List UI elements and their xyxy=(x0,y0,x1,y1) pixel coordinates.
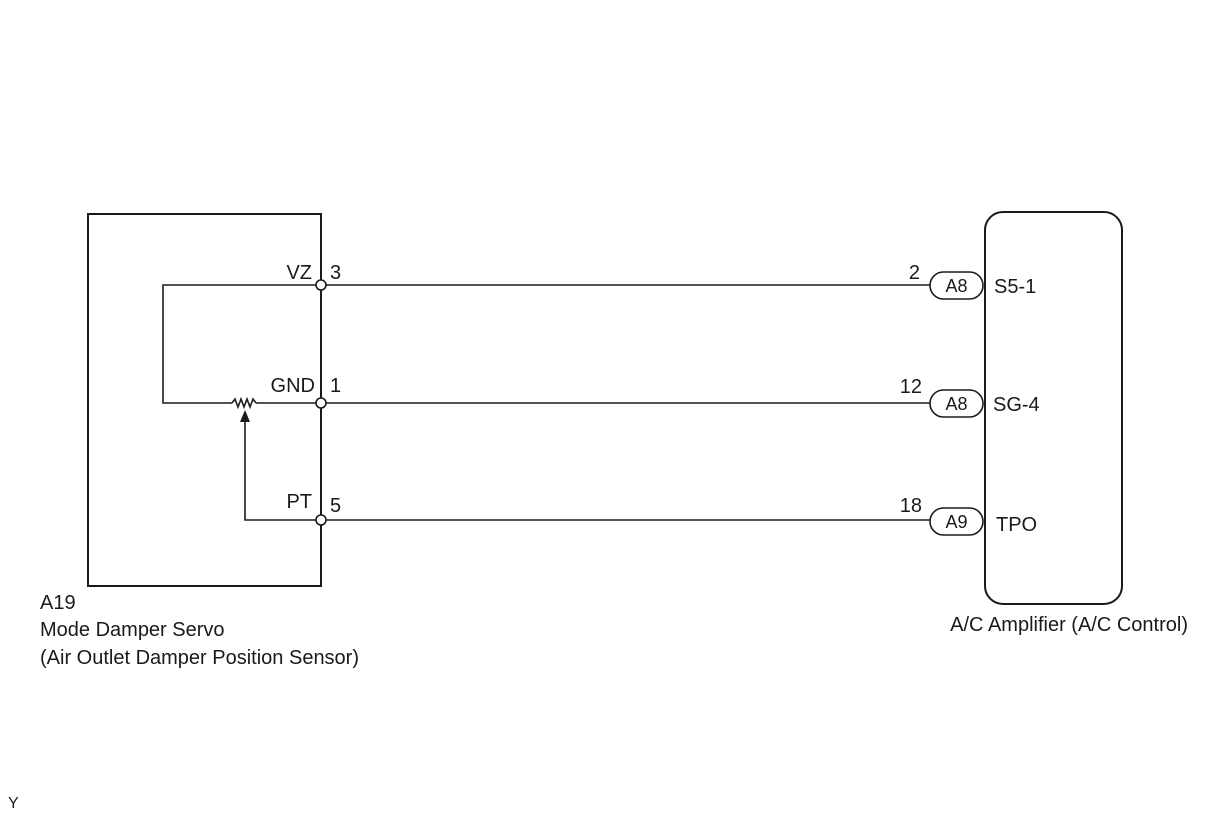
servo-pin-label-vz: VZ xyxy=(286,262,312,284)
servo-pin-number-1: 1 xyxy=(330,375,341,397)
servo-pin-label-gnd: GND xyxy=(271,375,315,397)
terminal-vz xyxy=(315,279,327,291)
amp-pin-label-sg-4: SG-4 xyxy=(993,394,1040,416)
amp-pin-label-s5-1: S5-1 xyxy=(994,276,1036,298)
amp-pin-number-18: 18 xyxy=(900,495,922,517)
amp-pin-label-tpo: TPO xyxy=(996,514,1037,536)
servo-code: A19 xyxy=(40,592,76,614)
amplifier-box xyxy=(984,211,1123,605)
wiper-arrow-head xyxy=(240,410,250,422)
servo-name: Mode Damper Servo xyxy=(40,619,225,641)
servo-subtitle: (Air Outlet Damper Position Sensor) xyxy=(40,647,359,669)
servo-pin-label-pt: PT xyxy=(286,491,312,513)
connector-code-a8-2: A8 xyxy=(945,394,967,414)
connector-pill-a8-2 xyxy=(929,389,984,418)
footer-mark: Y xyxy=(8,795,19,812)
amplifier-name: A/C Amplifier (A/C Control) xyxy=(950,614,1188,636)
servo-internal-loop xyxy=(162,284,321,404)
connector-pill-a8-1 xyxy=(929,271,984,300)
connector-code-a8-1: A8 xyxy=(945,276,967,296)
amp-pin-number-2: 2 xyxy=(909,262,920,284)
servo-pin-number-5: 5 xyxy=(330,495,341,517)
potentiometer-wiper xyxy=(244,420,321,521)
amp-pin-number-12: 12 xyxy=(900,376,922,398)
connector-code-a9: A9 xyxy=(945,512,967,532)
terminal-gnd xyxy=(315,397,327,409)
terminal-pt xyxy=(315,514,327,526)
servo-pin-number-3: 3 xyxy=(330,262,341,284)
potentiometer-resistor xyxy=(231,396,257,410)
connector-pill-a9 xyxy=(929,507,984,536)
